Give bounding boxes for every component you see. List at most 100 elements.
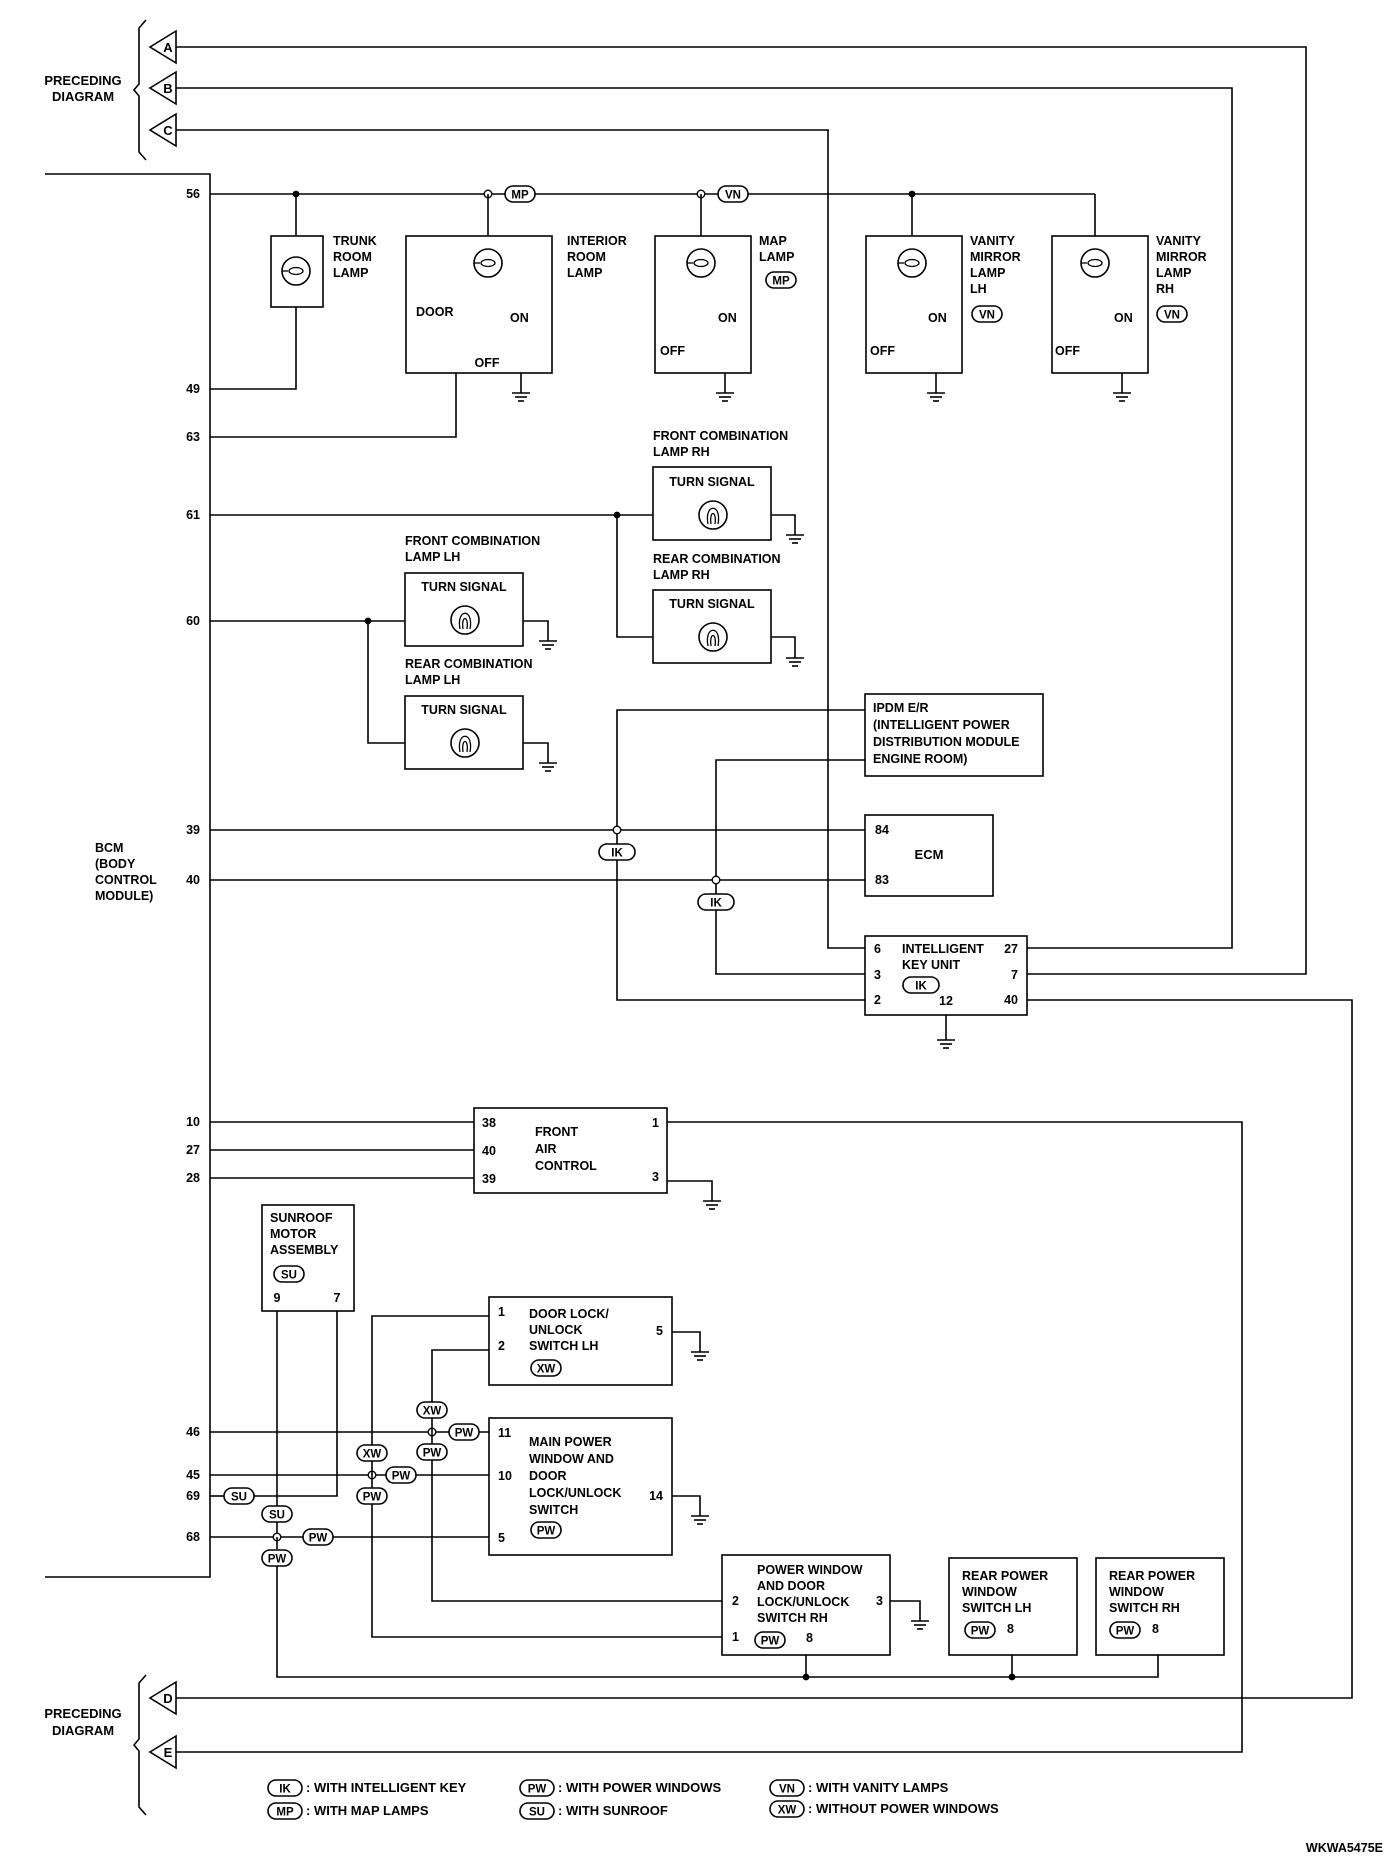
option-tag-mp [504,185,536,203]
sunroof-motor-assembly [261,1204,355,1312]
option-tag-su [223,1487,255,1505]
bcm-pin-46: 46 [186,1425,200,1439]
wire-e [176,1121,1243,1753]
bcm-pin-45: 45 [186,1468,200,1482]
door-lock-lh-pin-2: 2 [498,1339,505,1353]
connector-group-bracket [132,1674,147,1816]
option-tag-label: IK [611,848,623,860]
front-air-control-label: AIR [535,1142,557,1156]
bcm-outline [45,173,211,1578]
power-window-door-lock-switch-rh [721,1554,891,1656]
bulb-filament-icon [710,512,716,525]
bulb-filament-icon [480,258,496,268]
option-tag-label: PW [392,1471,411,1483]
bcm-label: MODULE) [95,889,153,903]
iku-pin-40: 40 [1004,993,1018,1007]
option-tag-label: VN [1164,310,1180,322]
bcm-pin-56: 56 [186,187,200,201]
option-tag-label: IK [915,981,927,993]
fac-pin-40: 40 [482,1144,496,1158]
turn-signal-bulb-icon [450,728,480,758]
turn-signal-label: TURN SIGNAL [669,475,755,489]
turn-signal-label: TURN SIGNAL [421,703,507,717]
legend-su: : WITH SUNROOF [558,1803,668,1818]
wire [890,1600,921,1611]
vanity-rh-label: VANITY [1156,234,1202,248]
connector-group-bracket [132,19,147,161]
door-lock-unlock-switch-lh-label: SWITCH LH [529,1339,598,1353]
front-air-control-label: CONTROL [535,1159,597,1173]
door-lock-lh-pin-1: 1 [498,1305,505,1319]
option-tag-label: MP [772,276,790,288]
door-lock-unlock-switch-lh [488,1296,673,1386]
diagram-id: WKWA5475E [1306,1841,1383,1855]
option-tag-ik [267,1779,303,1797]
power-window-switch-rh-label: AND DOOR [757,1579,825,1593]
junction-dot [1008,1673,1016,1681]
wire-c [176,129,870,949]
vanity-lh-on-label: ON [928,311,947,325]
bulb-filament-icon [710,634,716,647]
rear-power-window-switch-rh-label: SWITCH RH [1109,1601,1180,1615]
option-tag-label: XW [537,1364,556,1376]
pw-rh-pin-8: 8 [806,1631,813,1645]
rear-pw-rh-pin-8: 8 [1152,1622,1159,1636]
bcm-label: CONTROL [95,873,157,887]
door-lock-unlock-switch-lh-label: DOOR LOCK/ [529,1307,609,1321]
bulb-filament-icon [706,629,720,647]
pw-rh-pin-1: 1 [732,1630,739,1644]
connector-d-icon [148,1680,177,1716]
legend-pw: : WITH POWER WINDOWS [558,1780,722,1795]
vanity-rh-on-label: ON [1114,311,1133,325]
connector-b-label: B [163,81,172,96]
iku-pin-12: 12 [939,994,953,1008]
bcm-pin-27: 27 [186,1143,200,1157]
interior-room-lamp-label: INTERIOR [567,234,627,248]
legend-ik: : WITH INTELLIGENT KEY [306,1780,467,1795]
turn-signal-label: TURN SIGNAL [421,580,507,594]
wire-ipdm-ik2 [715,759,865,975]
bcm-label: BCM [95,841,123,855]
vanity-lh-label: LAMP [970,266,1005,280]
iku-pin-6: 6 [874,942,881,956]
pw-rh-pin-3: 3 [876,1594,883,1608]
option-tag-pw [448,1423,480,1441]
option-tag-label: SU [281,1270,297,1282]
wire-pw-rh-2 [431,1460,722,1602]
turn-signal-bulb-icon [698,500,728,530]
turn-signal-bulb-icon [450,605,480,635]
front-air-control-label: FRONT [535,1125,578,1139]
front-combination-lamp-rh-label: FRONT COMBINATION [653,429,788,443]
ecm [864,814,994,897]
option-tag-label: VN [725,190,741,202]
interior-door-label: DOOR [416,305,454,319]
bcm-pin-61: 61 [186,508,200,522]
bcm-pin-69: 69 [186,1489,200,1503]
ecm-label: ECM [915,847,944,862]
option-tag-label: PW [1116,1626,1135,1638]
fac-pin-3: 3 [652,1170,659,1184]
option-tag-label: PW [761,1636,780,1648]
option-tag-su [519,1802,555,1820]
option-tag-label: XW [363,1449,382,1461]
option-tag-label: SU [269,1510,285,1522]
option-tag-vn [769,1779,805,1797]
bcm-pin-63: 63 [186,430,200,444]
front-combination-lamp-lh-label: LAMP LH [405,550,460,564]
option-tag-vn [1156,305,1188,323]
ipdm-er-label: ENGINE ROOM) [873,752,967,766]
option-tag-pw [356,1487,388,1505]
option-tag-pw [385,1466,417,1484]
wire-d [176,1498,1353,1699]
fac-pin-38: 38 [482,1116,496,1130]
wire [371,1315,489,1445]
option-tag-label: PW [363,1492,382,1504]
front-combination-lamp-rh-label: LAMP RH [653,445,710,459]
bcm-pin-49: 49 [186,382,200,396]
rear-power-window-switch-rh-label: WINDOW [1109,1585,1164,1599]
sunroof-pin-7: 7 [334,1291,341,1305]
rear-power-window-switch-rh-label: REAR POWER [1109,1569,1195,1583]
option-tag-label: MP [276,1807,294,1819]
option-tag-label: PW [455,1428,474,1440]
